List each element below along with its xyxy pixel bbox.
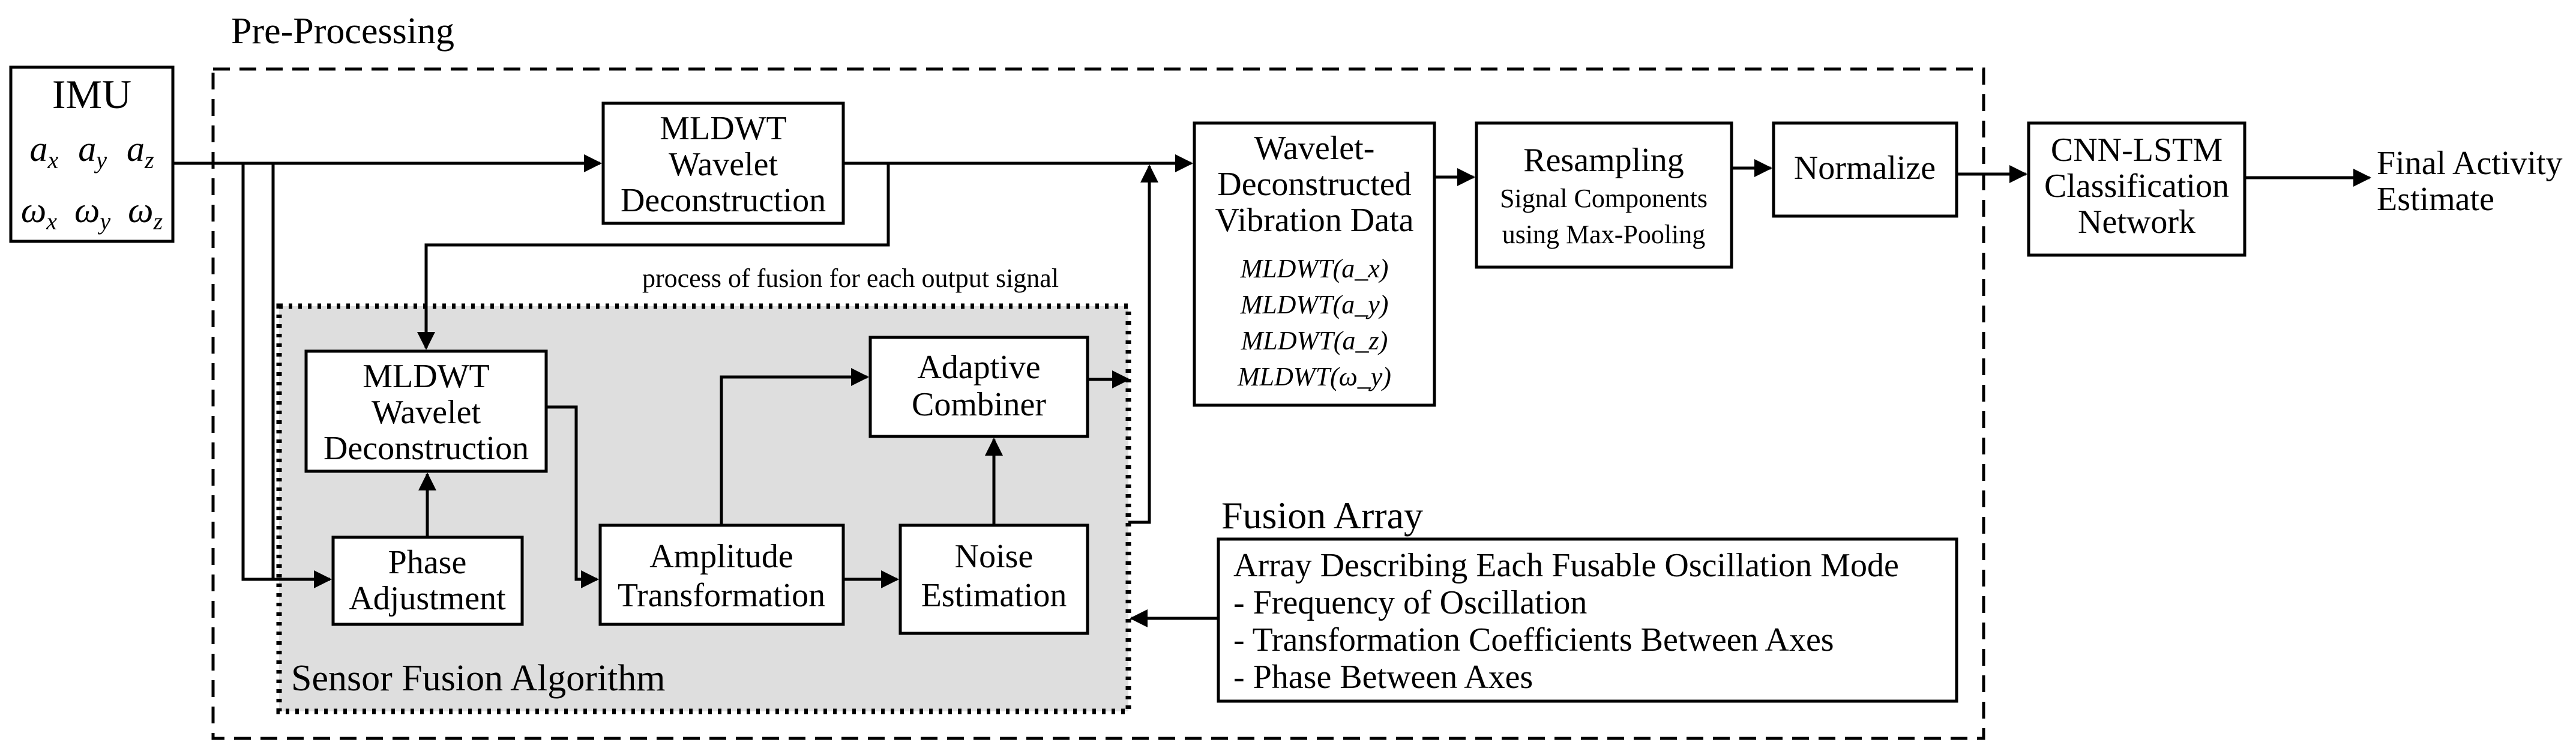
- fusion-array-block: Array Describing Each Fusable Oscillatio…: [1217, 537, 1958, 703]
- amplitude-transformation-block: Amplitude Transformation: [598, 523, 845, 626]
- signal-ay: MLDWT(a_y): [1240, 290, 1389, 319]
- resampling-line-3: using Max-Pooling: [1502, 220, 1706, 249]
- arrow-fusion-to-wavelet: [1128, 164, 1158, 524]
- fusion-array-line-1: Array Describing Each Fusable Oscillatio…: [1233, 547, 1899, 584]
- wavelet-data-line-2: Deconstructed: [1217, 166, 1411, 203]
- arrow-amplitude-to-combiner: [720, 368, 869, 525]
- mldwt-top-block: MLDWT Wavelet Deconstruction: [601, 101, 845, 225]
- mldwt-top-line-2: Wavelet: [669, 146, 778, 183]
- wavelet-data-line-3: Vibration Data: [1215, 202, 1414, 239]
- output-line-2: Estimate: [2377, 181, 2494, 218]
- phase-line-2: Adjustment: [349, 580, 506, 617]
- preprocessing-title: Pre-Processing: [231, 11, 454, 52]
- mldwt-inner-line-1: MLDWT: [363, 358, 490, 395]
- combiner-line-2: Combiner: [912, 386, 1046, 423]
- resampling-line-2: Signal Components: [1500, 184, 1708, 213]
- mldwt-inner-block: MLDWT Wavelet Deconstruction: [304, 349, 548, 473]
- cnn-line-1: CNN-LSTM: [2051, 131, 2222, 169]
- mldwt-inner-line-2: Wavelet: [372, 394, 481, 431]
- fusion-array-title: Fusion Array: [1221, 494, 1423, 537]
- noise-line-1: Noise: [955, 538, 1034, 575]
- gyro-symbols: ωx ωy ωz: [21, 190, 163, 237]
- mldwt-top-line-3: Deconstruction: [621, 182, 826, 219]
- adaptive-combiner-block: Adaptive Combiner: [868, 336, 1089, 438]
- cnn-line-2: Classification: [2044, 167, 2229, 205]
- cnn-lstm-block: CNN-LSTM Classification Network: [2027, 121, 2246, 257]
- connectors: [173, 154, 2371, 627]
- preprocessing-region: [211, 67, 1985, 740]
- amplitude-line-2: Transformation: [618, 577, 825, 614]
- signal-az: MLDWT(a_z): [1241, 326, 1388, 355]
- mldwt-inner-line-3: Deconstruction: [324, 430, 529, 467]
- cnn-line-3: Network: [2078, 204, 2195, 241]
- arrow-inner-to-amplitude: [546, 405, 599, 588]
- sensor-fusion-title: Sensor Fusion Algorithm: [291, 658, 666, 699]
- imu-ax: a: [29, 129, 47, 169]
- fusion-array-line-4: - Phase Between Axes: [1233, 659, 1533, 696]
- imu-title: IMU: [52, 71, 131, 117]
- wavelet-data-block: Wavelet- Deconstructed Vibration Data ML…: [1193, 121, 1436, 407]
- normalize-label: Normalize: [1794, 149, 1936, 187]
- accel-symbols: ax ay az: [29, 129, 154, 176]
- wavelet-data-line-1: Wavelet-: [1254, 130, 1375, 167]
- imu-block: IMU ax ay az ωx ωy ωz: [9, 65, 175, 243]
- fusion-note: process of fusion for each output signal: [642, 264, 1059, 293]
- mldwt-top-line-1: MLDWT: [660, 110, 787, 147]
- noise-estimation-block: Noise Estimation: [898, 523, 1089, 635]
- output-line-1: Final Activity: [2377, 145, 2563, 182]
- normalize-block: Normalize: [1772, 121, 1958, 218]
- arrow-mldwt-to-inner: [417, 163, 890, 350]
- combiner-line-1: Adaptive: [917, 349, 1040, 386]
- amplitude-line-1: Amplitude: [649, 538, 793, 575]
- resampling-block: Resampling Signal Components using Max-P…: [1475, 121, 1733, 269]
- fusion-array-line-2: - Frequency of Oscillation: [1233, 584, 1587, 621]
- signal-ax: MLDWT(a_x): [1240, 254, 1389, 283]
- arrow-imu-to-phase-a: [241, 163, 332, 588]
- fusion-array-line-3: - Transformation Coefficients Between Ax…: [1233, 621, 1834, 659]
- noise-line-2: Estimation: [921, 577, 1067, 614]
- signal-wy: MLDWT(ω_y): [1237, 362, 1391, 391]
- phase-line-1: Phase: [388, 544, 467, 581]
- phase-adjustment-block: Phase Adjustment: [331, 535, 524, 626]
- resampling-line-1: Resampling: [1523, 142, 1684, 179]
